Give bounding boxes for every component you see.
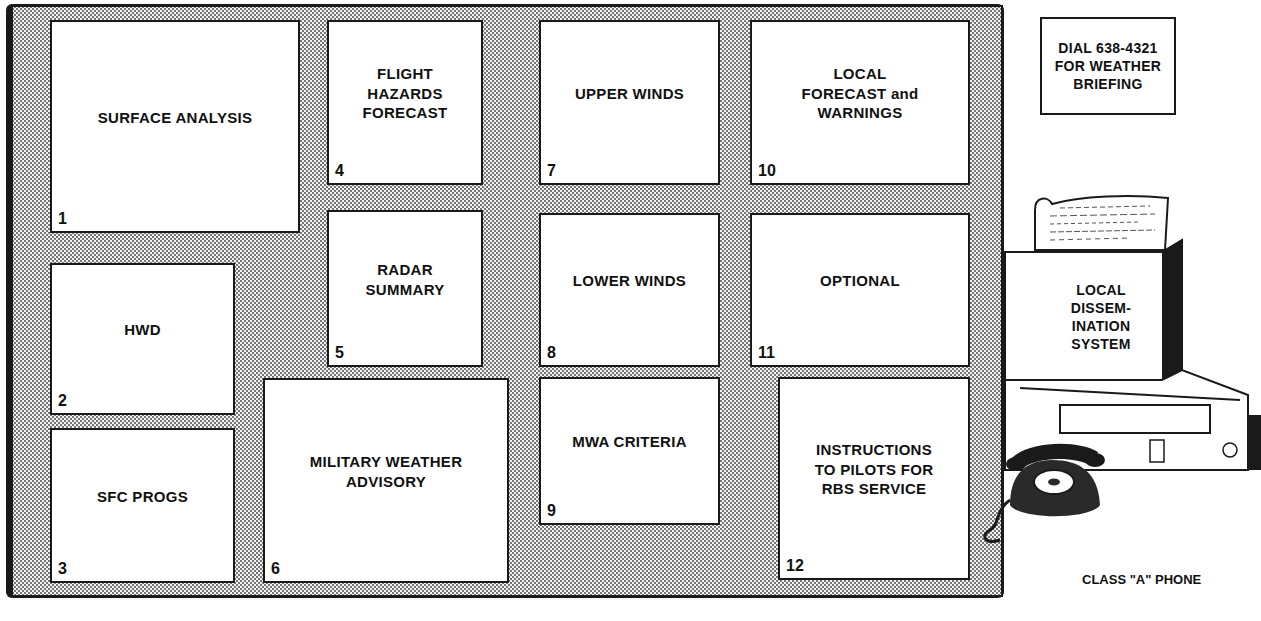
- callout-number: 11: [758, 344, 775, 362]
- callout-number: 3: [58, 560, 67, 578]
- board-panel: SURFACE ANALYSIS 1: [50, 20, 300, 233]
- switch: [1150, 440, 1164, 462]
- board-panel: MILITARY WEATHER ADVISORY 6: [263, 378, 509, 583]
- callout-number: 6: [271, 560, 280, 578]
- board-panel: FLIGHT HAZARDS FORECAST 4: [327, 20, 483, 185]
- panel-title: DIAL 638-4321 FOR WEATHER BRIEFING: [1052, 39, 1164, 94]
- board-panel: UPPER WINDS 7: [539, 20, 720, 185]
- callout-number: 1: [58, 210, 67, 228]
- panel-title: FLIGHT HAZARDS FORECAST: [350, 64, 460, 123]
- keyboard: [1060, 405, 1210, 433]
- machine-label: LOCAL DISSEM- INATION SYSTEM: [1045, 262, 1157, 372]
- callout-number: 10: [758, 162, 776, 180]
- panel-title: RADAR SUMMARY: [345, 260, 465, 299]
- callout-number: 4: [335, 162, 344, 180]
- teletype-side: [1162, 240, 1182, 380]
- callout-number: 9: [547, 502, 556, 520]
- notice-box: DIAL 638-4321 FOR WEATHER BRIEFING: [1040, 17, 1176, 115]
- callout-number: 8: [547, 344, 556, 362]
- teletype-upper: [1005, 240, 1182, 380]
- paper-print: [1050, 206, 1155, 240]
- board-panel: LOCAL FORECAST and WARNINGS 10: [750, 20, 970, 185]
- panel-title: LOCAL DISSEM- INATION SYSTEM: [1061, 281, 1141, 354]
- teletype-paper: [1035, 196, 1168, 250]
- board-shadow: [6, 4, 1004, 598]
- callout-number: 12: [786, 557, 804, 575]
- panel-title: UPPER WINDS: [575, 84, 684, 104]
- callout-number: 7: [547, 162, 556, 180]
- board-panel: MWA CRITERIA 9: [539, 377, 720, 525]
- panel-title: LOCAL FORECAST and WARNINGS: [800, 64, 920, 123]
- caption-label: CLASS "A" PHONE: [1082, 572, 1201, 587]
- board-panel: INSTRUCTIONS TO PILOTS FOR RBS SERVICE 12: [778, 377, 970, 580]
- panel-title: INSTRUCTIONS TO PILOTS FOR RBS SERVICE: [804, 440, 944, 499]
- board-panel: RADAR SUMMARY 5: [327, 210, 483, 367]
- panel-title: SFC PROGS: [97, 487, 188, 507]
- board-panel: HWD 2: [50, 263, 235, 415]
- keyboard-edge: [1020, 388, 1240, 400]
- panel-title: LOWER WINDS: [573, 271, 686, 291]
- knob: [1223, 443, 1237, 457]
- board-panel: SFC PROGS 3: [50, 428, 235, 583]
- telephone: [985, 444, 1105, 542]
- callout-number: 5: [335, 344, 344, 362]
- panel-title: SURFACE ANALYSIS: [98, 108, 253, 128]
- panel-title: OPTIONAL: [820, 271, 900, 291]
- panel-title: MILITARY WEATHER ADVISORY: [281, 452, 491, 491]
- board-panel: LOWER WINDS 8: [539, 213, 720, 367]
- callout-number: 2: [58, 392, 67, 410]
- board-panel: OPTIONAL 11: [750, 213, 970, 367]
- teletype-base: [1005, 370, 1248, 470]
- bulletin-board: [12, 6, 1002, 596]
- panel-title: HWD: [124, 320, 161, 340]
- panel-title: MWA CRITERIA: [572, 432, 687, 452]
